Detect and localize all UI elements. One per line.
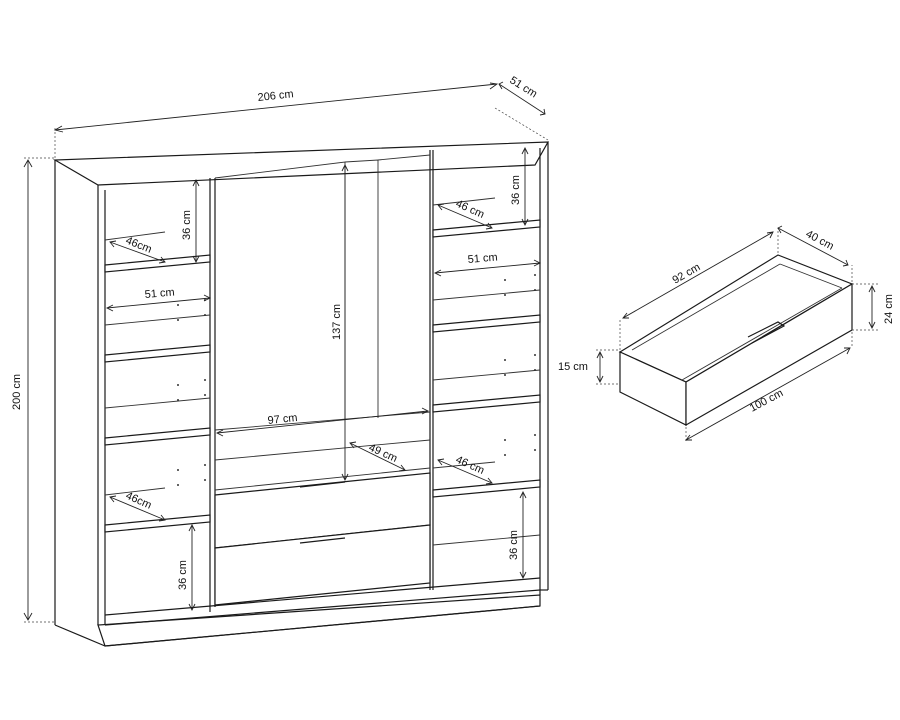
wardrobe-carcass bbox=[52, 141, 550, 647]
depth-label: 51 cm bbox=[507, 74, 539, 100]
drawer-depth-label: 40 cm bbox=[804, 228, 836, 253]
wardrobe-drawer-lower bbox=[214, 524, 431, 606]
drawer-handle-lower bbox=[299, 537, 346, 544]
left-bottom-compartment-height-label: 36 cm bbox=[177, 560, 189, 590]
right-shelves bbox=[432, 197, 541, 546]
right-shelf-width-label: 51 cm bbox=[467, 251, 498, 266]
drawer-handle bbox=[747, 321, 786, 344]
drawer-height-label: 24 cm bbox=[883, 294, 895, 324]
left-bottom-shelf-depth-label: 46cm bbox=[124, 490, 153, 512]
drawer-handle-upper bbox=[299, 481, 346, 488]
drawer-detail: 92 cm 40 cm 24 cm 15 cm 100 cm bbox=[558, 225, 895, 442]
left-shelves bbox=[104, 231, 211, 533]
drawer-front-width-label: 100 cm bbox=[748, 387, 785, 415]
drawer-front-height-label: 15 cm bbox=[558, 361, 588, 373]
right-top-shelf-height-label: 36 cm bbox=[510, 175, 522, 205]
width-label: 206 cm bbox=[257, 88, 294, 104]
width-dimension-line bbox=[54, 83, 498, 131]
hanging-depth-label: 49 cm bbox=[367, 442, 399, 465]
left-shelf-width-label: 51 cm bbox=[144, 286, 175, 301]
depth-dimension-line bbox=[498, 83, 546, 115]
drawer-length-label: 92 cm bbox=[671, 261, 703, 286]
hanging-height-label: 137 cm bbox=[331, 304, 343, 340]
shelf-pin-holes bbox=[177, 274, 536, 486]
height-label: 200 cm bbox=[11, 374, 23, 410]
right-bottom-compartment-height-label: 36 cm bbox=[508, 530, 520, 560]
wardrobe-top-panel bbox=[52, 141, 550, 186]
hanging-width-label: 97 cm bbox=[267, 412, 298, 427]
left-top-shelf-height-label: 36 cm bbox=[181, 210, 193, 240]
